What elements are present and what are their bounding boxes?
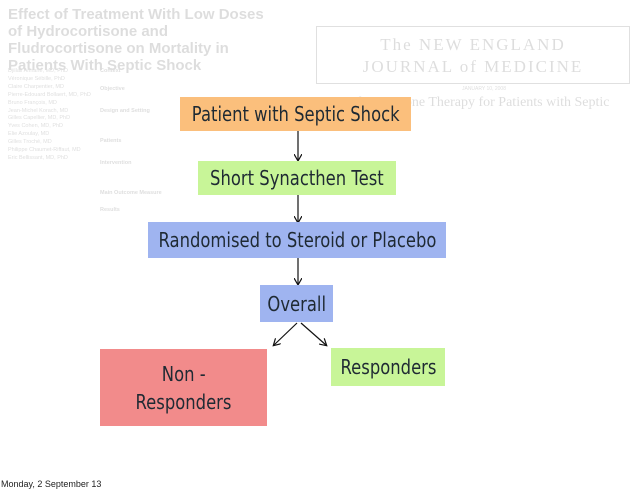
arrow-to-responders (300, 322, 326, 345)
step-patient-septic-shock: Patient with Septic Shock (180, 97, 411, 131)
step-overall: Overall (260, 285, 333, 322)
step-short-synacthen-test: Short Synacthen Test (198, 161, 396, 195)
step-overall-label: Overall (267, 291, 326, 316)
slide-footer-date: Monday, 2 September 13 (1, 479, 102, 489)
step-short-synacthen-test-label: Short Synacthen Test (210, 166, 384, 190)
branch-non-responders: Non - Responders (100, 349, 267, 426)
step-randomised: Randomised to Steroid or Placebo (148, 222, 446, 258)
branch-responders-label: Responders (340, 355, 436, 379)
branch-non-responders-line1: Non - (161, 361, 206, 386)
branch-responders: Responders (331, 348, 445, 386)
arrow-to-non-responders (274, 322, 298, 345)
step-patient-septic-shock-label: Patient with Septic Shock (191, 102, 400, 126)
step-randomised-label: Randomised to Steroid or Placebo (158, 228, 436, 252)
branch-non-responders-line2: Responders (135, 389, 232, 414)
